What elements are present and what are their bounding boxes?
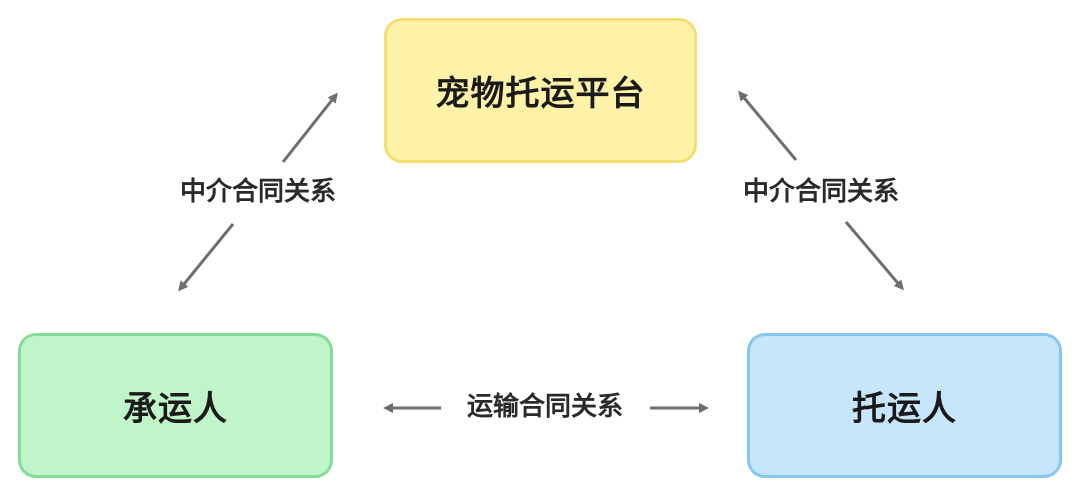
arrow-to-shipper	[844, 221, 904, 291]
node-carrier-label: 承运人	[123, 389, 228, 429]
edge-label-bottom: 运输合同关系	[462, 389, 628, 425]
node-shipper: 托运人	[747, 333, 1062, 478]
arrow-platform-from-left	[281, 92, 338, 163]
arrow-to-carrier	[178, 223, 235, 292]
node-carrier: 承运人	[18, 333, 333, 478]
node-platform-label: 宠物托运平台	[435, 74, 646, 114]
arrow-platform-from-right	[738, 90, 798, 161]
node-shipper-label: 托运人	[852, 389, 957, 429]
node-pet-shipping-platform: 宠物托运平台	[384, 18, 697, 163]
edge-label-left: 中介合同关系	[175, 174, 341, 210]
edge-label-right: 中介合同关系	[738, 174, 904, 210]
